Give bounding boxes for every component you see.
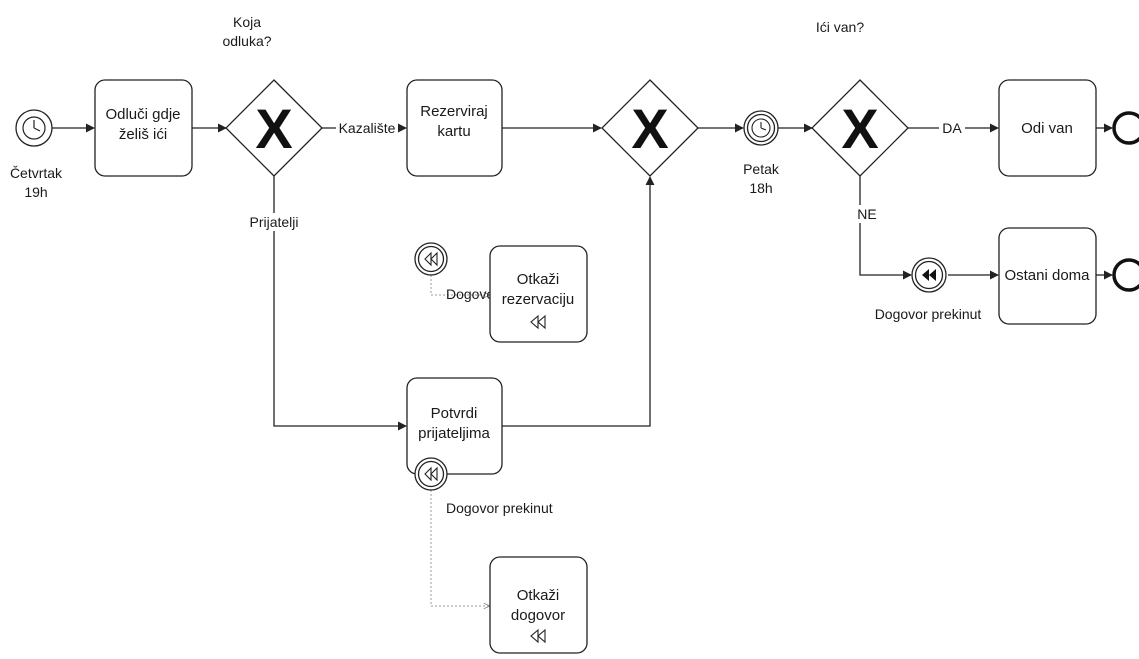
task-decide-line1: Odluči gdje xyxy=(105,106,180,123)
flow-da-label: DA xyxy=(942,120,962,136)
task-cancel-reservation-line1: Otkaži xyxy=(517,271,560,288)
task-reserve-box[interactable] xyxy=(406,79,503,177)
rewind-icon xyxy=(424,466,438,482)
task-cancel-agreement[interactable]: Otkaži dogovor xyxy=(489,556,588,654)
task-confirm[interactable]: Potvrdi prijateljima xyxy=(406,377,503,475)
task-reserve-line2: kartu xyxy=(437,123,470,140)
kazaliste-label-bg xyxy=(336,119,398,137)
task-stay-home-label: Ostani doma xyxy=(1004,267,1090,284)
start-event-label-line2: 19h xyxy=(24,184,47,200)
task-confirm-line1: Potvrdi xyxy=(431,405,478,422)
clock-icon xyxy=(751,118,771,138)
gateway3-question: Ići van? xyxy=(816,19,864,35)
task-cancel-reservation-box[interactable] xyxy=(489,245,588,343)
intermediate-timer-event[interactable] xyxy=(743,110,779,146)
gateway-merge-diamond[interactable] xyxy=(601,79,699,177)
gateway1-question-line1: Koja xyxy=(233,14,261,30)
task-cancel-reservation[interactable]: Otkaži rezervaciju xyxy=(489,245,588,343)
task-reserve[interactable]: Rezerviraj kartu xyxy=(406,79,503,177)
task-stay-home[interactable]: Ostani doma xyxy=(998,227,1097,325)
rewind-icon xyxy=(424,251,438,267)
timer-label-line2: 18h xyxy=(749,180,772,196)
task-cancel-agreement-line1: Otkaži xyxy=(517,587,560,604)
compensation-event-label: Dogovor prekinut xyxy=(875,306,982,322)
association-confirm-cancel xyxy=(430,490,490,606)
task-go-out[interactable]: Odi van xyxy=(998,79,1097,177)
intermediate-compensation-event[interactable] xyxy=(911,257,947,293)
sequence-flows xyxy=(52,123,1113,431)
gateway3-diamond[interactable] xyxy=(811,79,909,177)
flow-ne-label: NE xyxy=(857,206,876,222)
task-go-out-label: Odi van xyxy=(1021,120,1073,137)
task-confirm-line2: prijateljima xyxy=(418,425,490,442)
task-decide[interactable]: Odluči gdje želiš ići xyxy=(94,79,193,177)
gateway-exclusive-decision[interactable]: X xyxy=(225,79,323,177)
gateway-merge-x-icon: X xyxy=(631,97,668,160)
prijatelji-label-bg xyxy=(244,213,304,231)
boundary-confirm-label: Dogovor prekinut xyxy=(446,500,553,516)
start-timer-event[interactable] xyxy=(15,109,53,147)
start-event-label-line1: Četvrtak xyxy=(10,165,63,181)
timer-label-line1: Petak xyxy=(743,161,780,177)
flow-confirm-to-merge[interactable] xyxy=(502,176,655,427)
compensation-marker-icon xyxy=(530,628,546,644)
gateway1-diamond[interactable] xyxy=(225,79,323,177)
gateway-exclusive-go-out[interactable]: X xyxy=(811,79,909,177)
compensation-marker-icon xyxy=(530,314,546,330)
flow-prijatelji-label: Prijatelji xyxy=(249,214,298,230)
task-stay-home-box[interactable] xyxy=(998,227,1097,325)
compensation-associations xyxy=(430,275,490,606)
task-go-out-box[interactable] xyxy=(998,79,1097,177)
flow-prijatelji[interactable] xyxy=(273,176,407,431)
association-reserve-cancel xyxy=(430,275,490,295)
ne-label-bg xyxy=(854,205,880,223)
flow-kazaliste-label: Kazalište xyxy=(339,120,396,136)
task-decide-line2: želiš ići xyxy=(119,126,167,143)
boundary-compensation-event-reserve[interactable] xyxy=(414,242,448,276)
gateway1-x-icon: X xyxy=(255,97,292,160)
da-label-bg xyxy=(939,119,965,137)
task-confirm-box[interactable] xyxy=(406,377,503,475)
end-event-go-out[interactable] xyxy=(1112,111,1139,145)
gateway1-question-line2: odluka? xyxy=(222,33,271,49)
rewind-filled-icon xyxy=(922,269,936,281)
boundary-compensation-event-confirm[interactable] xyxy=(414,457,448,491)
task-reserve-line1: Rezerviraj xyxy=(420,103,488,120)
task-cancel-reservation-line2: rezervaciju xyxy=(502,291,575,308)
gateway-exclusive-merge[interactable]: X xyxy=(601,79,699,177)
flow-ne[interactable] xyxy=(859,176,912,280)
task-cancel-agreement-line2: dogovor xyxy=(511,607,565,624)
clock-icon xyxy=(22,116,46,140)
end-event-stay-home[interactable] xyxy=(1112,258,1139,292)
gateway3-x-icon: X xyxy=(841,97,878,160)
task-cancel-agreement-box[interactable] xyxy=(489,556,588,654)
task-decide-box[interactable] xyxy=(94,79,193,177)
